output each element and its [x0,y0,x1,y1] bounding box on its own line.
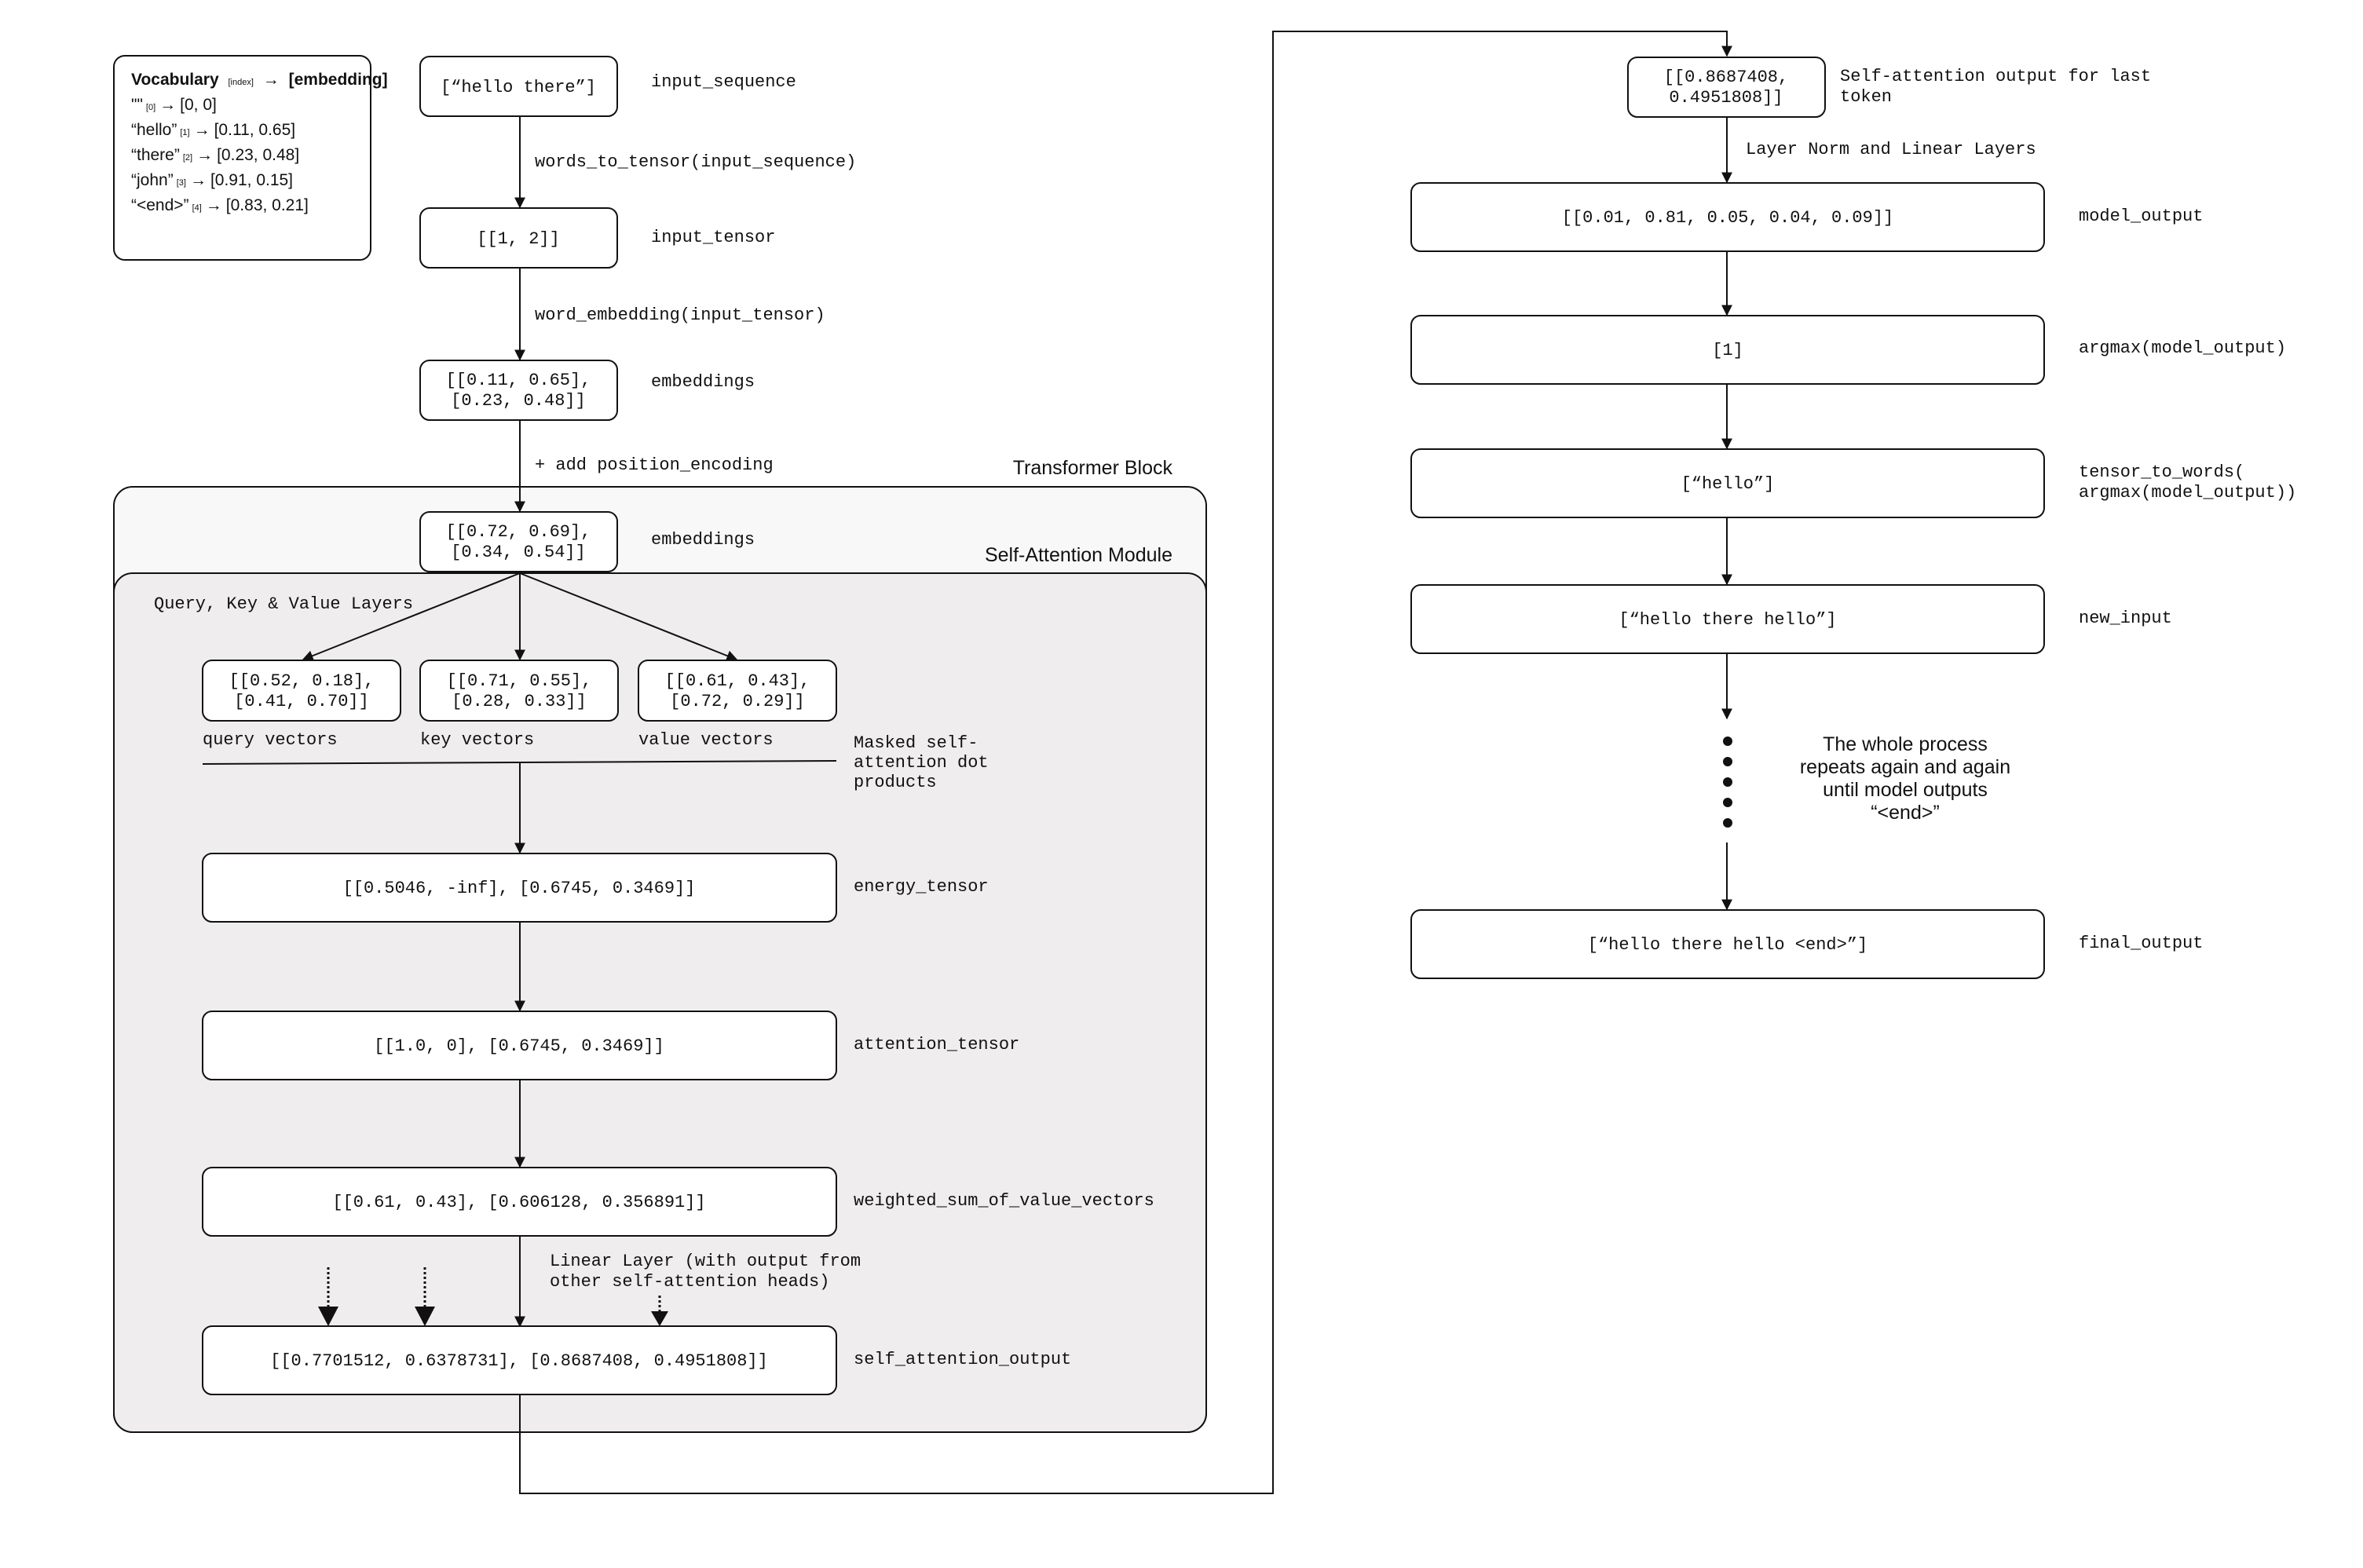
vocabulary-title-arrow: → [263,71,280,89]
embeddings-positional-line2: [0.34, 0.54]] [451,543,586,562]
masked-label-line3: products [854,773,937,792]
vocab-entry: ""[0]→[0, 0] [131,96,217,114]
key-vectors-label: key vectors [420,730,534,750]
repeat-ellipsis [1723,736,1732,828]
other-head-arrowhead [415,1307,435,1326]
vocab-entry: “there”[2]→[0.23, 0.48] [131,146,299,164]
key-line1: [[0.71, 0.55], [447,671,592,691]
tensor-to-words-value: [“hello”] [1681,474,1775,494]
argmax-value: [1] [1712,341,1743,360]
repeat-note-line4: “<end>” [1871,802,1940,824]
energy-tensor-value: [[0.5046, -inf], [0.6745, 0.3469]] [343,879,696,898]
last-token-box [1627,57,1826,118]
key-line2: [0.28, 0.33]] [452,692,587,711]
linear-layer-label-line1: Linear Layer (with output from [550,1252,861,1271]
embeddings-value-line1: [[0.11, 0.65], [446,371,591,390]
vocabulary-title-embedding: [embedding] [289,71,388,89]
energy-tensor-label: energy_tensor [854,877,989,897]
last-token-line2: 0.4951808]] [1669,88,1783,108]
layer-norm-label: Layer Norm and Linear Layers [1746,140,2036,159]
weighted-sum-value: [[0.61, 0.43], [0.606128, 0.356891]] [332,1193,705,1212]
query-line2: [0.41, 0.70]] [234,692,369,711]
arrow [519,572,738,661]
query-vectors-box [202,660,401,722]
final-output-value: [“hello there hello <end>”] [1588,935,1867,955]
repeat-note-line2: repeats again and again [1800,756,2010,778]
value-vectors-label: value vectors [638,730,774,750]
model-output-value: [[0.01, 0.81, 0.05, 0.04, 0.09]] [1562,208,1893,228]
masked-label-line1: Masked self- [854,733,978,753]
query-vectors-label: query vectors [203,730,338,750]
argmax-label: argmax(model_output) [2079,338,2286,358]
self-attention-output-value: [[0.7701512, 0.6378731], [0.8687408, 0.4… [270,1351,768,1371]
input-sequence-value: [“hello there”] [441,78,596,97]
connector-to-last-token [519,31,1732,1494]
input-tensor-label: input_tensor [651,228,775,247]
weighted-sum-label: weighted_sum_of_value_vectors [854,1191,1154,1211]
input-sequence-box [419,56,618,117]
value-line1: [[0.61, 0.43], [665,671,810,691]
masked-label-line2: attention dot [854,753,989,773]
arrow [302,572,521,661]
last-token-line1: [[0.8687408, [1664,68,1788,87]
other-head-arrowhead [651,1311,668,1326]
position-encoding-label: + add position_encoding [535,455,774,475]
repeat-note-line3: until model outputs [1823,779,1988,801]
last-token-label-line2: token [1840,87,1892,107]
model-output-label: model_output [2079,207,2203,226]
vocab-entry: “john”[3]→[0.91, 0.15] [131,171,293,189]
new-input-label: new_input [2079,609,2172,628]
value-line2: [0.72, 0.29]] [670,692,805,711]
query-line1: [[0.52, 0.18], [229,671,375,691]
final-output-box [1410,909,2045,979]
words-to-tensor-label: words_to_tensor(input_sequence) [535,152,856,172]
key-vectors-box [419,660,619,722]
tensor-to-words-label-line2: argmax(model_output)) [2079,483,2296,503]
vocab-entry: “hello”[1]→[0.11, 0.65] [131,121,295,139]
vocabulary-title-text: Vocabulary [131,71,219,89]
embeddings-box [419,360,618,421]
embeddings-positional-box [419,511,618,572]
value-vectors-box [638,660,837,722]
other-head-arrowhead [318,1307,338,1326]
self-attention-output-label: self_attention_output [854,1350,1071,1369]
attention-tensor-label: attention_tensor [854,1035,1019,1054]
embeddings-label: embeddings [651,372,755,392]
attention-tensor-value: [[1.0, 0], [0.6745, 0.3469]] [374,1036,664,1056]
embeddings-positional-line1: [[0.72, 0.69], [446,522,591,542]
vocabulary-title-index: [index] [229,78,254,87]
embeddings-positional-label: embeddings [651,530,755,550]
tensor-to-words-label-line1: tensor_to_words( [2079,462,2244,482]
vocabulary-title: Vocabulary [index] → [embedding] [131,71,388,89]
final-output-label: final_output [2079,934,2203,953]
transformer-block-title: Transformer Block [1013,457,1173,479]
input-tensor-box [419,207,618,269]
input-tensor-value: [[1, 2]] [477,229,560,249]
embeddings-value-line2: [0.23, 0.48]] [451,391,586,411]
repeat-note-line1: The whole process [1823,733,1988,755]
vocabulary-panel: Vocabulary [index] → [embedding] ""[0]→[… [113,55,388,261]
self-attention-title: Self-Attention Module [985,544,1172,566]
linear-layer-label-line2: other self-attention heads) [550,1272,829,1292]
word-embedding-label: word_embedding(input_tensor) [535,305,825,325]
last-token-label-line1: Self-attention output for last [1840,67,2151,86]
qkv-layers-title: Query, Key & Value Layers [154,594,413,614]
new-input-value: [“hello there hello”] [1619,610,1836,630]
input-sequence-label: input_sequence [651,72,796,92]
vocab-entry: “<end>”[4]→[0.83, 0.21] [131,196,309,214]
